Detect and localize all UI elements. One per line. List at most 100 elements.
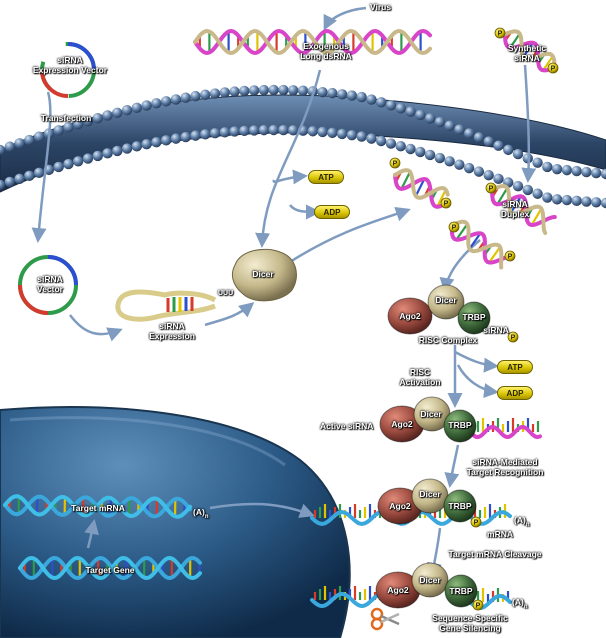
lipid-head bbox=[375, 97, 387, 108]
silencing-label-1: Sequence-Specific bbox=[432, 613, 508, 623]
scissors-icon bbox=[370, 607, 400, 631]
trbp-label-1: TRBP bbox=[462, 312, 486, 322]
adp-pill-risc: ADP bbox=[497, 386, 533, 400]
hairpin-icon bbox=[115, 289, 217, 322]
sirna-vector-label-2: Vector bbox=[37, 284, 63, 294]
transfection-label: Transfection bbox=[40, 113, 92, 123]
atp-pill-risc: ATP bbox=[497, 360, 533, 374]
synthetic-sirna-label: siRNA bbox=[514, 53, 540, 63]
lipid-head bbox=[600, 168, 606, 180]
phosphate-label: P bbox=[452, 225, 457, 232]
strand-a bbox=[449, 223, 511, 265]
lipid-head bbox=[297, 85, 309, 96]
lipid-head bbox=[288, 125, 299, 136]
lipid-head bbox=[151, 98, 162, 109]
lipid-head bbox=[268, 84, 279, 96]
base-pair bbox=[510, 195, 522, 214]
lipid-head bbox=[33, 131, 45, 142]
risc-activation-label-2: Activation bbox=[399, 377, 441, 387]
membrane-lipid-heads bbox=[0, 84, 606, 209]
poly-a-label-nucleus: (A)n bbox=[193, 507, 208, 520]
lipid-head bbox=[336, 89, 348, 100]
lipid-head bbox=[248, 85, 260, 96]
phosphate-icon bbox=[472, 599, 484, 611]
lipid-head bbox=[14, 173, 25, 185]
lipid-head bbox=[591, 197, 602, 208]
lipid-head bbox=[581, 196, 592, 207]
lipid-head bbox=[395, 141, 406, 152]
lipid-head bbox=[0, 179, 6, 191]
lipid-head bbox=[229, 86, 240, 97]
base-pair bbox=[488, 246, 501, 264]
lipid-head bbox=[190, 130, 201, 141]
active-sirna-label: Active siRNA bbox=[320, 421, 374, 431]
lipid-head bbox=[483, 169, 494, 181]
base-pair bbox=[522, 42, 534, 58]
lipid-head bbox=[424, 113, 436, 124]
trbp-protein bbox=[444, 574, 478, 608]
target-recognition-label-1: siRNA-Mediated bbox=[472, 457, 538, 467]
lipid-head bbox=[72, 156, 84, 167]
phosphate-icon bbox=[504, 250, 516, 262]
lipid-head bbox=[317, 86, 328, 98]
lipid-head bbox=[63, 158, 74, 170]
lipid-head bbox=[356, 91, 367, 103]
long-dsrna-label: Long dsRNA bbox=[300, 51, 352, 61]
phosphate-label: P bbox=[551, 66, 556, 73]
strand-b bbox=[490, 183, 548, 235]
lipid-head bbox=[4, 141, 15, 152]
backbone bbox=[468, 424, 542, 440]
lipid-head bbox=[307, 126, 318, 137]
ago2-label-3: Ago2 bbox=[389, 501, 411, 511]
sirna-expression-label-2: Expression bbox=[149, 331, 195, 341]
strand-a bbox=[18, 555, 202, 581]
lipid-head bbox=[375, 135, 387, 147]
lipid-head bbox=[561, 194, 573, 206]
lipid-head bbox=[327, 127, 338, 139]
strand-a bbox=[393, 173, 445, 209]
ago2-label-2: Ago2 bbox=[391, 419, 413, 429]
risc-complex-label: RISC Complex bbox=[418, 335, 478, 345]
helix bbox=[503, 29, 557, 73]
atp-pill-top: ATP bbox=[308, 170, 344, 184]
lipid-head bbox=[102, 148, 113, 159]
lipid-head bbox=[336, 128, 348, 140]
dicer-label-1: Dicer bbox=[435, 295, 457, 305]
lipid-head bbox=[571, 195, 582, 207]
poly-a-label-cleaved: (A)n bbox=[512, 597, 527, 610]
strand-b bbox=[18, 555, 202, 581]
lipid-head bbox=[366, 133, 377, 144]
lipid-head bbox=[63, 121, 74, 133]
mrna-label: mRNA bbox=[487, 529, 513, 539]
dicer-protein bbox=[411, 562, 449, 598]
lipid-head bbox=[395, 103, 406, 114]
lipid-head bbox=[121, 105, 133, 116]
lipid-head bbox=[268, 124, 279, 136]
lipid-head bbox=[366, 94, 377, 105]
lipid-head bbox=[209, 128, 221, 139]
lipid-head bbox=[190, 90, 201, 102]
complex-sirna-label: siRNA bbox=[483, 325, 509, 335]
lipid-head bbox=[258, 84, 270, 96]
base-pair bbox=[530, 208, 543, 226]
expression-vector-label-2: Expression Vector bbox=[32, 65, 108, 75]
virus-label: Virus bbox=[370, 2, 392, 12]
lipid-head bbox=[141, 100, 152, 111]
dicer-protein bbox=[427, 284, 465, 320]
lipid-head bbox=[581, 166, 592, 178]
lipid-head bbox=[385, 100, 397, 111]
rna-strand bbox=[468, 418, 542, 440]
target-mrna-label: Target mRNA bbox=[71, 503, 125, 513]
phosphate-icon bbox=[470, 516, 482, 528]
lipid-head bbox=[288, 85, 299, 96]
phosphate-icon bbox=[494, 27, 506, 39]
base-pair bbox=[542, 55, 554, 71]
helix bbox=[3, 494, 192, 519]
lipid-head bbox=[522, 184, 534, 196]
base-pair bbox=[414, 178, 426, 197]
lipid-head bbox=[444, 156, 455, 167]
lipid-head bbox=[385, 138, 397, 149]
